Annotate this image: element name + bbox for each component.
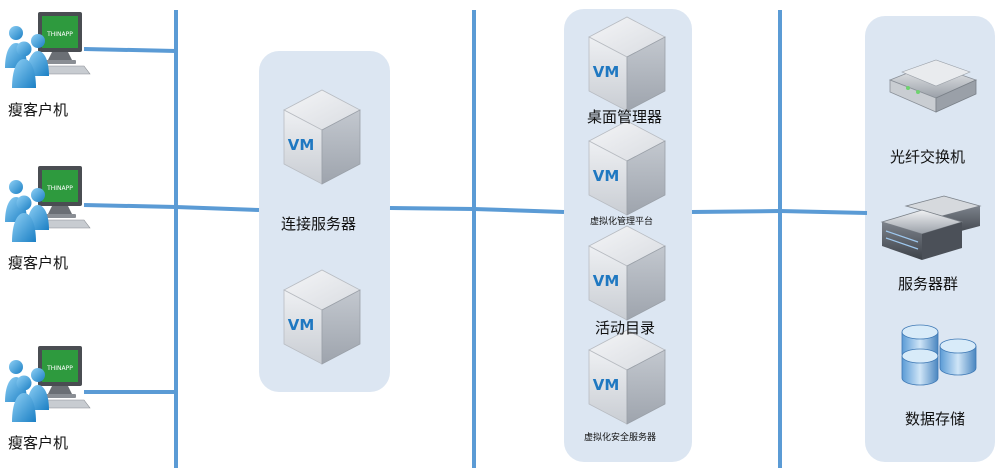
management-vm-4: VM [588, 329, 666, 425]
fiber-switch-icon [888, 59, 978, 113]
vm-icon-text: VM [593, 272, 620, 290]
infrastructure-label-switch: 光纤交换机 [890, 148, 966, 166]
vm-icon-text: VM [593, 63, 620, 81]
link-client-1 [83, 47, 177, 53]
connection-vm-1: VM [283, 89, 361, 185]
infrastructure-label-storage: 数据存储 [905, 410, 966, 428]
management-vm-1: VM [588, 16, 666, 112]
management-vm-label-4: 虚拟化安全服务器 [584, 433, 657, 443]
connection-server-label: 连接服务器 [281, 215, 357, 233]
thin-client-label-3: 瘦客户机 [8, 434, 69, 452]
management-vm-3: VM [588, 225, 666, 321]
link-bus3-infrastructure [779, 209, 868, 215]
vm-icon-text: VM [593, 376, 620, 394]
thin-client-label-1: 瘦客户机 [8, 101, 69, 119]
database-icon [901, 324, 977, 386]
server-cluster-icon [880, 195, 982, 260]
thin-client-label-2: 瘦客户机 [8, 254, 69, 272]
link-bus2-management [473, 207, 565, 214]
management-vm-label-2: 虚拟化管理平台 [590, 217, 654, 227]
connection-vm-2: VM [283, 269, 361, 365]
vm-icon-text: VM [288, 136, 315, 154]
management-vm-label-3: 活动目录 [595, 319, 656, 337]
thin-client-1: THINAPP [4, 11, 91, 89]
link-connection-bus2 [389, 206, 475, 211]
link-bus1-connection [175, 205, 260, 212]
thin-client-screen-text: THINAPP [46, 185, 73, 192]
vm-icon-text: VM [593, 167, 620, 185]
thin-client-screen-text: THINAPP [46, 31, 73, 38]
link-client-2 [83, 203, 177, 209]
vm-icon-text: VM [288, 316, 315, 334]
thin-client-screen-text: THINAPP [46, 365, 73, 372]
infrastructure-label-servers: 服务器群 [898, 275, 959, 293]
link-management-bus3 [691, 209, 781, 214]
management-vm-2: VM [588, 120, 666, 216]
thin-client-3: THINAPP [4, 345, 91, 423]
thin-client-2: THINAPP [4, 165, 91, 243]
management-vm-label-1: 桌面管理器 [587, 108, 663, 126]
network-lines [83, 10, 868, 468]
